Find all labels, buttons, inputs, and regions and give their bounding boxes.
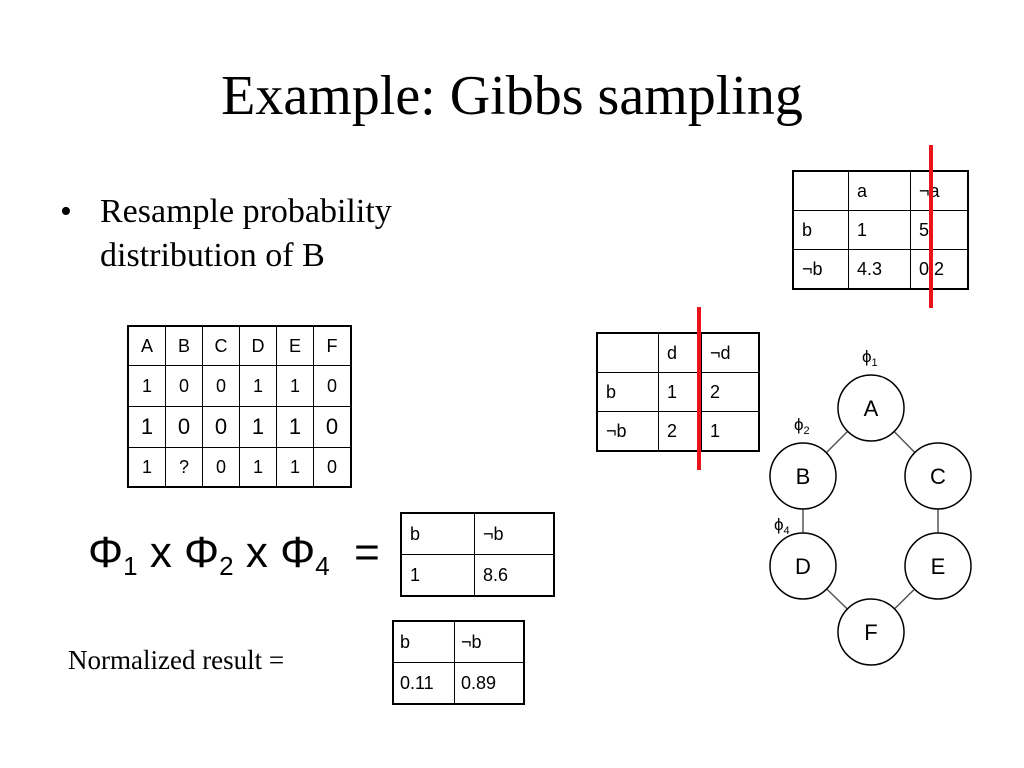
samples-cell: 1 bbox=[276, 447, 314, 488]
samples-cell: 1 bbox=[127, 447, 166, 488]
product-value-not-b: 8.6 bbox=[474, 554, 555, 597]
factor-bd-cell: 2 bbox=[658, 411, 702, 452]
phi-symbol: Φ bbox=[88, 528, 124, 577]
normalized-value-b: 0.11 bbox=[392, 662, 455, 705]
node-c-label: C bbox=[930, 464, 946, 489]
node-f bbox=[837, 598, 905, 666]
normalized-header-not-b: ¬b bbox=[454, 620, 525, 663]
node-e bbox=[904, 532, 972, 600]
factor-table-bd: d ¬d b 1 2 ¬b 2 1 bbox=[596, 332, 760, 452]
factor-bd-row-label: b bbox=[596, 372, 659, 412]
equals-symbol: = bbox=[354, 528, 380, 577]
factor-phi4-label: ϕ4 bbox=[774, 515, 790, 537]
samples-header: E bbox=[276, 325, 314, 366]
normalized-table: b ¬b 0.11 0.89 bbox=[392, 620, 525, 705]
product-value-b: 1 bbox=[400, 554, 475, 597]
slide-title: Example: Gibbs sampling bbox=[221, 65, 803, 127]
factor-ab-header-a: a bbox=[848, 170, 911, 211]
node-a bbox=[837, 374, 905, 442]
samples-cell: 0 bbox=[202, 365, 240, 407]
samples-cell: 1 bbox=[276, 406, 314, 448]
bullet-text: Resample probability distribution of B bbox=[100, 193, 392, 274]
factor-ab-cell: 4.3 bbox=[848, 249, 911, 290]
bullet-symbol: • bbox=[60, 193, 72, 230]
samples-header: A bbox=[127, 325, 166, 366]
phi-symbol: Φ bbox=[184, 528, 220, 577]
node-f-label: F bbox=[864, 620, 877, 645]
samples-cell: 0 bbox=[313, 365, 352, 407]
node-c bbox=[904, 442, 972, 510]
factor-bd-header-d: d bbox=[658, 332, 702, 373]
factor-bd-row-label: ¬b bbox=[596, 411, 659, 452]
product-table: b ¬b 1 8.6 bbox=[400, 512, 555, 597]
factor-bd-cell: 2 bbox=[701, 372, 760, 412]
factor-ab-header-not-a: ¬a bbox=[910, 170, 969, 211]
factor-ab-cell: 1 bbox=[848, 210, 911, 250]
strike-line-not-d bbox=[697, 307, 701, 470]
factor-phi2-symbol: ϕ bbox=[794, 415, 804, 434]
strike-line-not-a bbox=[929, 145, 933, 308]
factor-bd-cell: 1 bbox=[701, 411, 760, 452]
factor-phi1-symbol: ϕ bbox=[862, 347, 872, 366]
samples-cell: 0 bbox=[202, 447, 240, 488]
times-symbol: x bbox=[149, 528, 172, 577]
node-d-label: D bbox=[795, 554, 811, 579]
factor-product-formula: Φ1 x Φ2 x Φ4 = bbox=[88, 525, 380, 594]
node-a-label: A bbox=[864, 396, 879, 421]
factor-ab-row-label: ¬b bbox=[792, 249, 849, 290]
normalized-value-not-b: 0.89 bbox=[454, 662, 525, 705]
factor-phi2-label: ϕ2 bbox=[794, 415, 810, 437]
node-b bbox=[769, 442, 837, 510]
product-header-b: b bbox=[400, 512, 475, 555]
samples-cell: 0 bbox=[165, 406, 203, 448]
node-b-label: B bbox=[796, 464, 811, 489]
factor-ab-cell: 5 bbox=[910, 210, 969, 250]
samples-cell: 0 bbox=[313, 406, 352, 448]
samples-header: C bbox=[202, 325, 240, 366]
factor-table-ab: a ¬a b 1 5 ¬b 4.3 0.2 bbox=[792, 170, 969, 290]
phi-subscript: 2 bbox=[219, 551, 234, 581]
product-header-not-b: ¬b bbox=[474, 512, 555, 555]
samples-cell: 0 bbox=[165, 365, 203, 407]
phi-subscript: 4 bbox=[315, 551, 330, 581]
factor-bd-cell: 1 bbox=[658, 372, 702, 412]
samples-cell: 0 bbox=[313, 447, 352, 488]
factor-phi4-symbol: ϕ bbox=[774, 515, 784, 534]
factor-bd-header-not-d: ¬d bbox=[701, 332, 760, 373]
phi-symbol: Φ bbox=[280, 528, 316, 577]
normalized-label: Normalized result = bbox=[68, 645, 285, 675]
samples-header: F bbox=[313, 325, 352, 366]
factor-phi1-sub: 1 bbox=[872, 357, 878, 369]
node-d bbox=[769, 532, 837, 600]
node-e-label: E bbox=[931, 554, 946, 579]
samples-header: D bbox=[239, 325, 277, 366]
phi-subscript: 1 bbox=[123, 551, 138, 581]
samples-table: A B C D E F 1 0 0 1 1 0 1 0 0 1 1 0 1 ? … bbox=[127, 325, 352, 488]
factor-phi1-label: ϕ1 bbox=[862, 347, 878, 369]
factor-phi2-sub: 2 bbox=[804, 425, 810, 437]
factor-phi4-sub: 4 bbox=[784, 525, 790, 537]
times-symbol: x bbox=[245, 528, 268, 577]
samples-cell: 0 bbox=[202, 406, 240, 448]
samples-cell: 1 bbox=[276, 365, 314, 407]
samples-cell: 1 bbox=[239, 447, 277, 488]
